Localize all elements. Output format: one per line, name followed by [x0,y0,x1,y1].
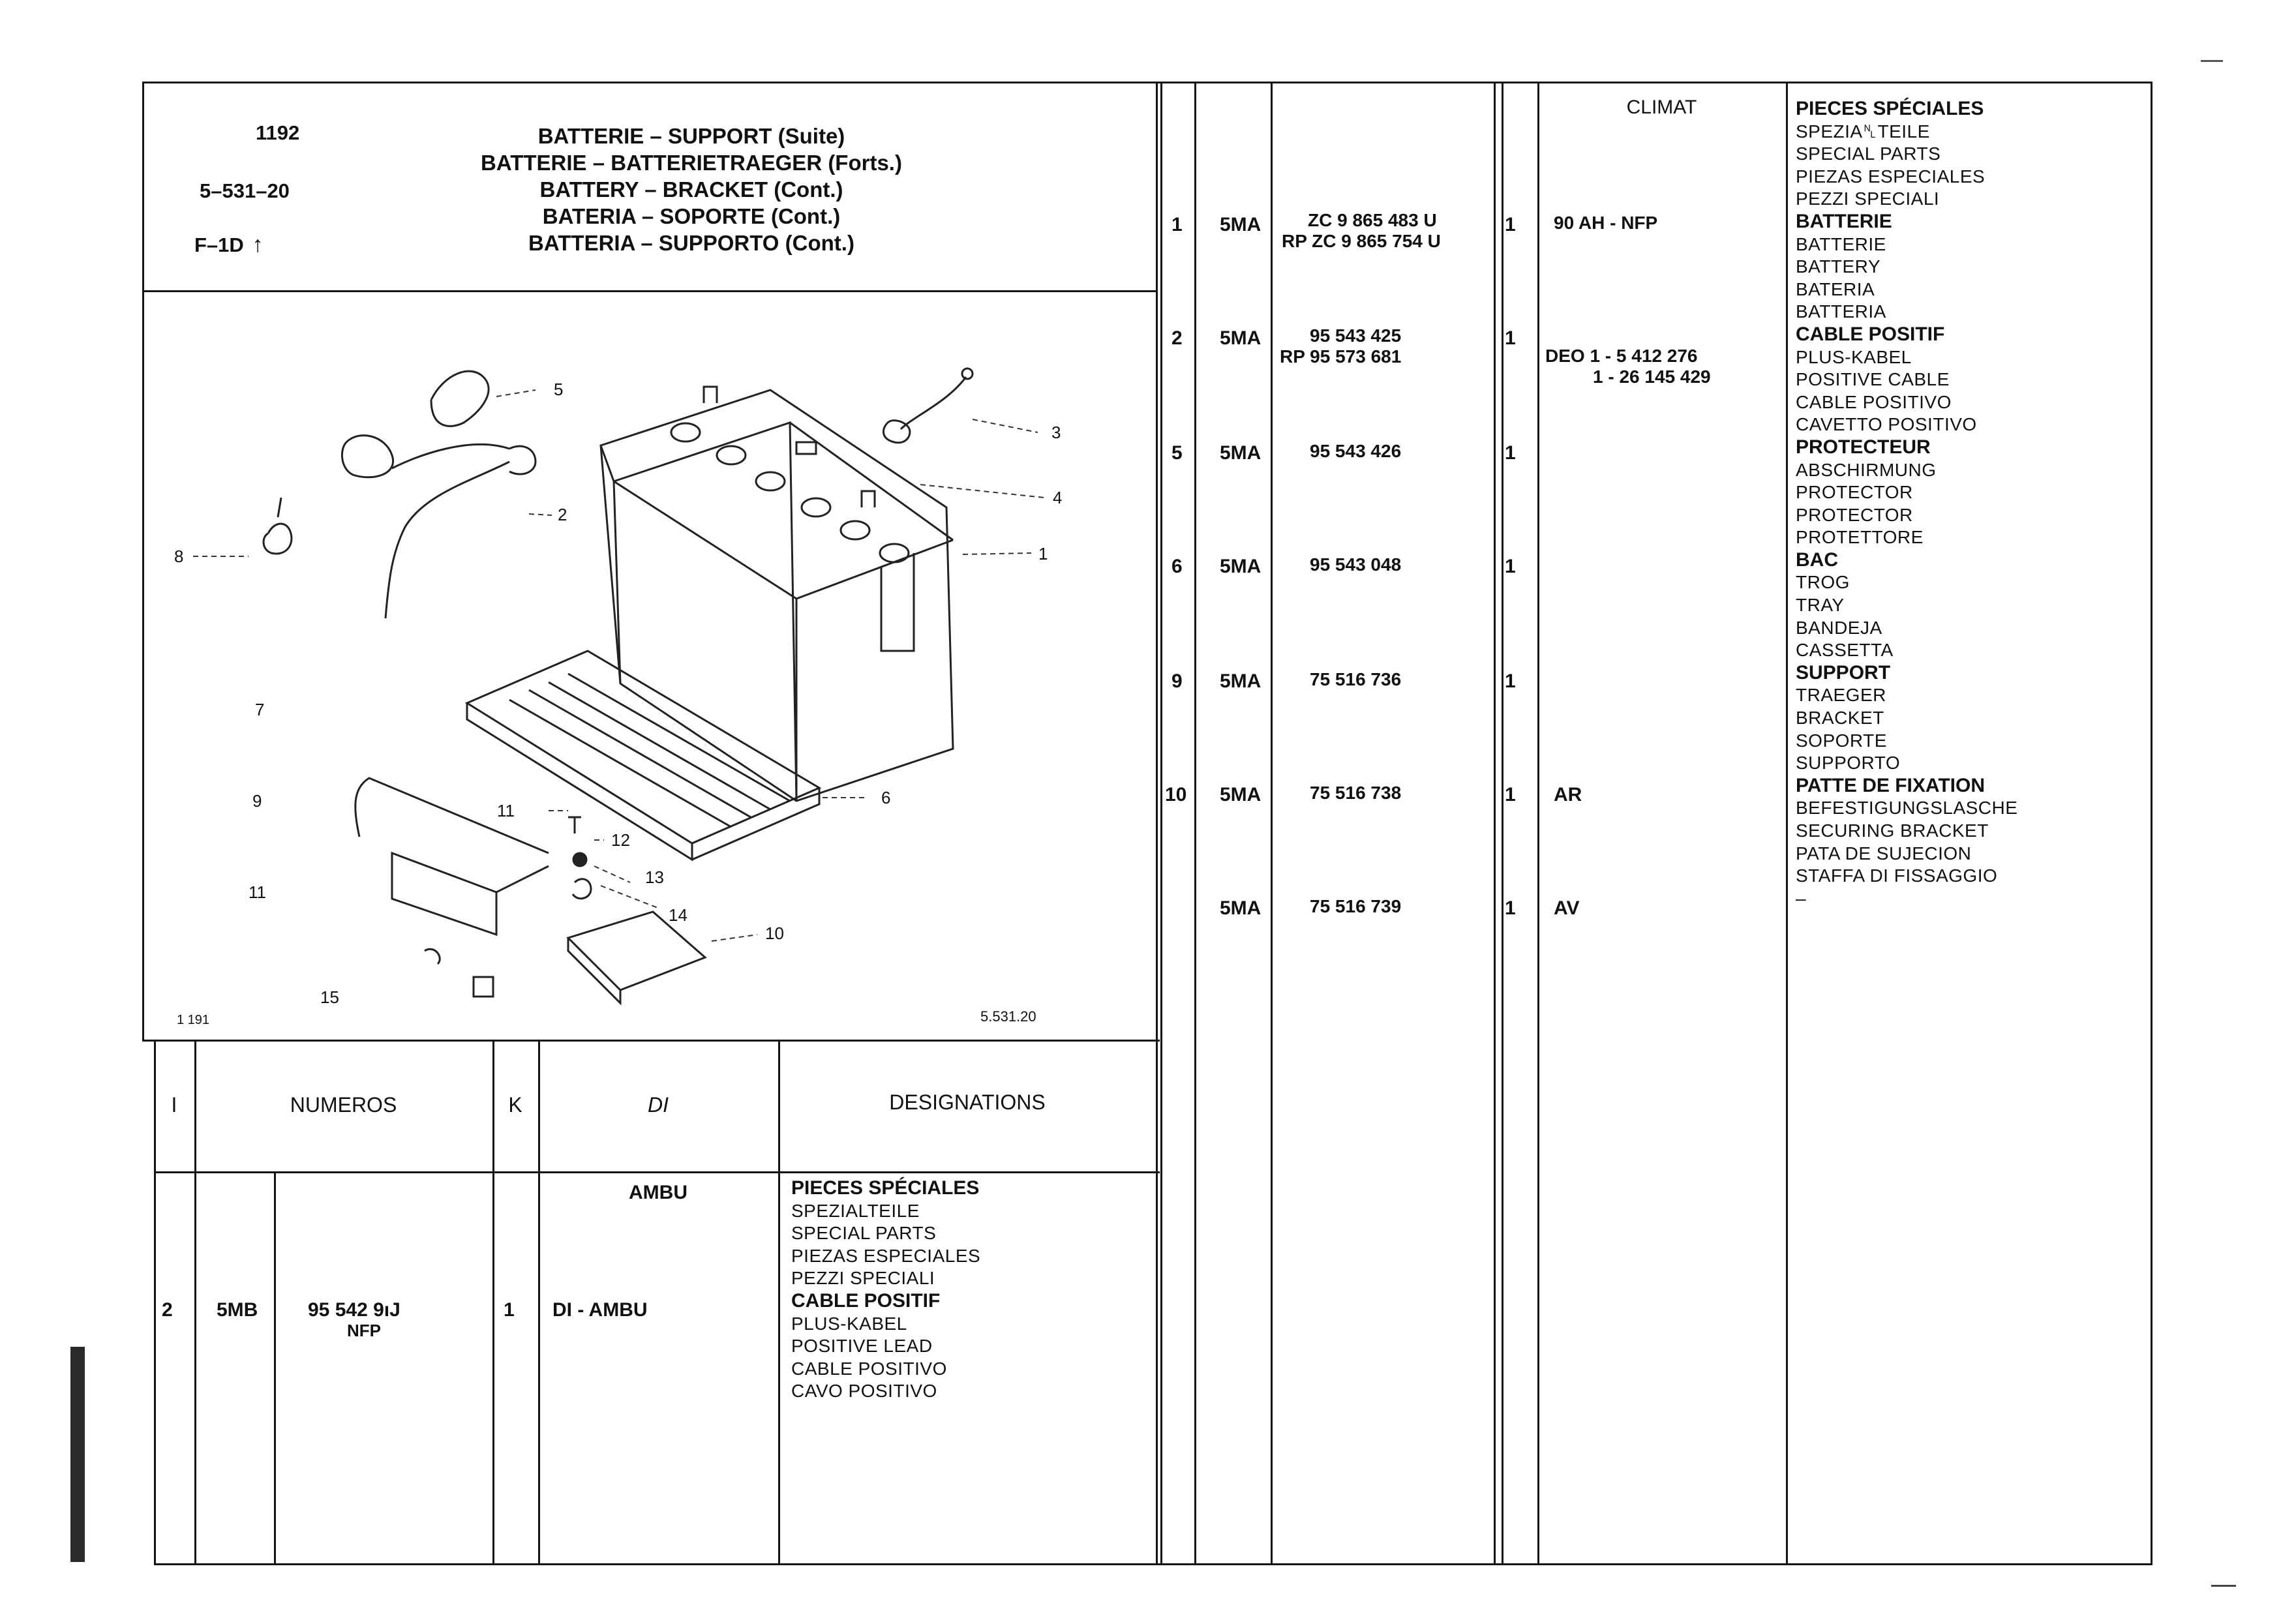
support-bracket-drawing [354,777,549,854]
callout-12: 12 [611,830,630,850]
callout-8: 8 [174,547,184,566]
section-number: 5–531–20 [200,179,290,202]
callout-14: 14 [669,905,687,925]
callout-10: 10 [765,924,784,943]
callout-15: 15 [320,987,339,1007]
callout-11-top: 11 [497,801,515,820]
left-row-part: 95 542 9ıJ [308,1299,400,1321]
figure-ref-left: 1 191 [177,1013,210,1027]
col-header-index: I [171,1093,177,1117]
tray-drawing [464,650,822,845]
callout-6: 6 [881,788,891,807]
title-fr: BATTERIE – SUPPORT (Suite) [537,124,845,148]
model-number: 1192 [256,121,300,144]
arrow-up-icon: ↑ [252,232,264,257]
figure-ref-right: 5.531.20 [980,1008,1036,1025]
securing-bracket-drawing [566,910,707,991]
callout-4: 4 [1053,488,1063,507]
col-header-designations: DESIGNATIONS [889,1090,1046,1114]
left-group-label: AMBU [629,1182,687,1203]
title-de: BATTERIE – BATTERIETRAEGER (Forts.) [481,151,902,175]
callout-11-left: 11 [249,882,266,902]
right-designations: PIECES SPÉCIALES SPEZIA␤TEILE SPECIAL PA… [1796,98,2018,909]
right-group-label: CLIMAT [1626,97,1697,118]
title-es: BATERIA – SOPORTE (Cont.) [542,204,841,228]
callout-5: 5 [554,380,564,399]
left-row-qty: 1 [504,1299,515,1321]
callout-3: 3 [1051,423,1061,442]
figure-code: F–1D ↑ [194,232,264,257]
left-row-part-sub: NFP [347,1321,381,1340]
scan-edge-mark [70,1347,85,1562]
title-en: BATTERY – BRACKET (Cont.) [539,177,843,202]
title-block: BATTERIE – SUPPORT (Suite) BATTERIE – BA… [430,123,952,256]
battery-drawing [599,389,954,802]
callout-1: 1 [1038,544,1048,563]
left-row-di: DI - AMBU [552,1299,648,1321]
callout-9: 9 [252,791,262,811]
left-designation: PIECES SPÉCIALES SPEZIALTEILE SPECIAL PA… [791,1177,981,1402]
left-row-code: 5MB [217,1299,258,1321]
scan-edge-mark [2211,1585,2236,1587]
callout-13: 13 [645,867,664,887]
callout-2: 2 [558,505,567,524]
scan-edge-mark [2201,60,2223,62]
exploded-parts-diagram: 5 3 2 4 8 1 7 9 11 12 13 11 14 10 15 6 1… [144,292,1156,1039]
col-header-numeros: NUMEROS [290,1093,397,1117]
col-header-di: DI [648,1093,669,1117]
left-row-index: 2 [162,1299,173,1321]
callout-7: 7 [255,700,265,719]
title-it: BATTERIA – SUPPORTO (Cont.) [528,231,854,255]
col-header-k: K [508,1093,522,1117]
